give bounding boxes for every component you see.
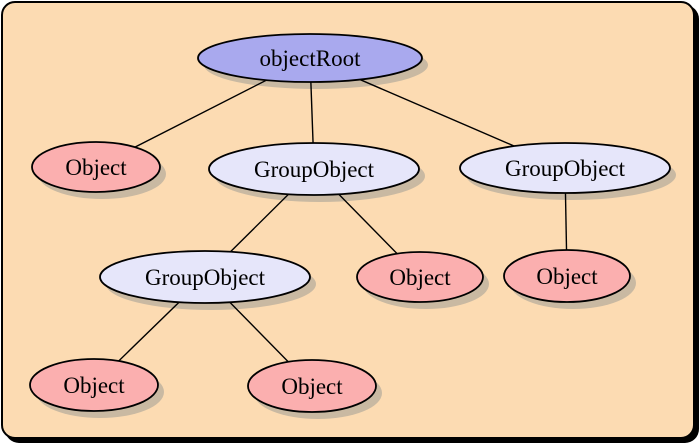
node-grp-right: GroupObject <box>459 142 671 194</box>
node-ellipse-object <box>247 359 377 413</box>
node-grp-mid-child: GroupObject <box>99 250 311 304</box>
node-ellipse-object <box>29 358 159 412</box>
node-label: GroupObject <box>505 156 626 181</box>
node-ellipse-object <box>31 141 161 193</box>
node-label: objectRoot <box>260 46 362 71</box>
node-label: GroupObject <box>145 265 266 290</box>
node-ellipse-object <box>356 251 484 303</box>
node-ellipse-object <box>503 249 631 303</box>
node-label: Object <box>65 155 127 180</box>
node-label: Object <box>63 373 125 398</box>
node-obj-mid-child: Object <box>356 251 484 303</box>
node-ellipse-group <box>459 142 671 194</box>
node-obj-left: Object <box>31 141 161 193</box>
node-ellipse-group <box>208 142 420 196</box>
node-obj-bottom-right: Object <box>247 359 377 413</box>
node-grp-mid: GroupObject <box>208 142 420 196</box>
node-label: Object <box>389 265 451 290</box>
node-label: Object <box>281 374 343 399</box>
node-label: Object <box>536 264 598 289</box>
node-ellipse-group <box>99 250 311 304</box>
node-root: objectRoot <box>197 33 423 83</box>
node-ellipse-root <box>197 33 423 83</box>
node-obj-right-child: Object <box>503 249 631 303</box>
node-label: GroupObject <box>254 157 375 182</box>
node-obj-bottom-left: Object <box>29 358 159 412</box>
